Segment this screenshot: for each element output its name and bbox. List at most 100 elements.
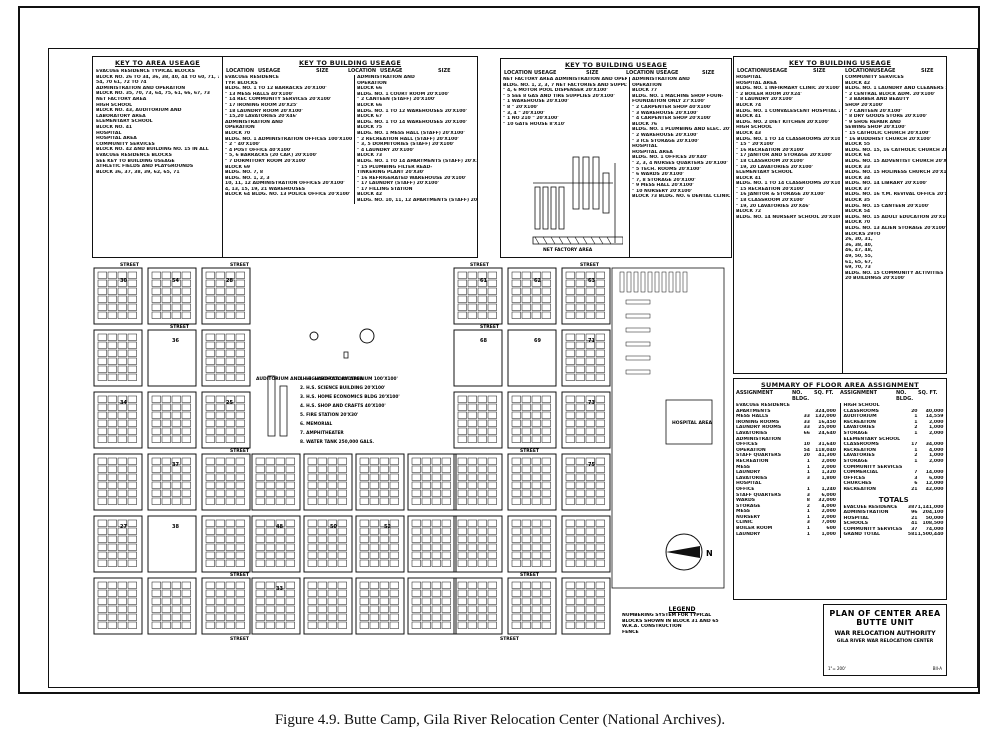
barrack — [275, 535, 285, 543]
summary-sqft: 132,000 — [815, 414, 836, 420]
warehouse — [661, 271, 667, 293]
summary-bldg-count: 387 — [907, 504, 918, 510]
barrack — [107, 597, 117, 605]
key-line: " 1 NO 210 " 20'X100' — [503, 116, 559, 122]
barrack — [97, 621, 107, 629]
barrack — [285, 535, 295, 543]
barrack — [151, 589, 161, 597]
summary-bldg-count: 1 — [806, 464, 810, 470]
barrack — [431, 535, 441, 543]
barrack — [127, 489, 137, 497]
barrack — [511, 435, 521, 443]
barrack — [541, 589, 551, 597]
summary-sqft: 6,000 — [928, 475, 944, 481]
barrack — [421, 535, 431, 543]
barrack — [585, 519, 595, 527]
barrack — [595, 621, 605, 629]
barrack — [127, 551, 137, 559]
barrack — [431, 543, 441, 551]
barrack — [585, 287, 595, 295]
key-line: BLOCK 75 — [357, 125, 383, 131]
key-line: SHOP 20'X100' — [845, 102, 884, 108]
key-line: BLOCK 33 — [845, 164, 871, 170]
barrack — [359, 497, 369, 505]
barrack — [161, 271, 171, 279]
barrack — [585, 497, 595, 505]
barrack — [431, 519, 441, 527]
plan-subtitle: BUTTE UNIT — [856, 618, 914, 627]
barrack — [161, 403, 171, 411]
block — [507, 329, 557, 387]
barrack — [151, 613, 161, 621]
barrack — [421, 543, 431, 551]
barrack — [487, 311, 497, 319]
barrack — [575, 605, 585, 613]
barrack — [595, 349, 605, 357]
key-building-usage-1: KEY TO BUILDING USEAGE LOCATION USEAGE S… — [222, 56, 478, 258]
barrack — [585, 295, 595, 303]
key-line: HOSPITAL AREA — [736, 80, 777, 86]
barrack — [307, 473, 317, 481]
barrack — [181, 613, 191, 621]
barrack — [117, 465, 127, 473]
barrack — [225, 597, 235, 605]
barrack — [97, 489, 107, 497]
barrack — [107, 395, 117, 403]
block — [201, 515, 251, 573]
barrack — [585, 481, 595, 489]
barrack — [421, 489, 431, 497]
barrack — [181, 395, 191, 403]
barrack — [225, 497, 235, 505]
barrack — [327, 543, 337, 551]
barrack — [171, 621, 181, 629]
key-area-line: BLOCK 36, 37, 38, 39, 62, 65, 71 — [96, 169, 180, 175]
barrack — [127, 403, 137, 411]
key-line: BLOCK 72 — [736, 209, 762, 215]
summary-assignment: LAUNDRY — [736, 531, 761, 537]
barrack — [107, 279, 117, 287]
barrack — [575, 527, 585, 535]
barrack — [225, 411, 235, 419]
block — [201, 391, 251, 449]
barrack — [389, 457, 399, 465]
barrack — [531, 621, 541, 629]
key-line: " 16 REFRIGERATED WAREHOUSE 20'X100' — [357, 175, 467, 181]
barrack — [307, 543, 317, 551]
barrack — [107, 287, 117, 295]
barrack — [97, 287, 107, 295]
barrack — [307, 589, 317, 597]
key-line: " 18 CLASSROOM 20'X100' — [736, 198, 805, 204]
barrack — [421, 473, 431, 481]
barrack — [511, 551, 521, 559]
barrack — [161, 395, 171, 403]
barrack — [107, 497, 117, 505]
barrack — [411, 481, 421, 489]
barrack — [215, 527, 225, 535]
key-line: " 2 " 40'X100' — [225, 142, 261, 148]
barrack — [275, 473, 285, 481]
key-line: " 16 BUDDHIST CHURCH 20'X100' — [845, 136, 932, 142]
key-line: " 8 " 20'X100' — [503, 104, 539, 110]
barrack — [511, 581, 521, 589]
key-building-usage-3: KEY TO BUILDING USEAGE LOCATION USEAGE S… — [733, 56, 947, 374]
key-building-2-left: NET FACTORY AREA ADMINISTRATION AND OPER… — [501, 77, 630, 257]
barrack — [379, 559, 389, 567]
barrack — [317, 543, 327, 551]
barrack — [521, 589, 531, 597]
key-line: OPERATION — [357, 80, 387, 86]
barrack — [235, 349, 245, 357]
key-area-line: COMMUNITY SERVICES — [96, 141, 155, 147]
summary-assignment: CLASSROOMS — [843, 442, 879, 448]
barrack — [389, 473, 399, 481]
barrack — [467, 621, 477, 629]
barrack — [107, 373, 117, 381]
barrack — [431, 621, 441, 629]
barrack — [487, 581, 497, 589]
summary-assignment: AUDITORIUM — [843, 414, 877, 420]
barrack — [369, 551, 379, 559]
barrack — [411, 621, 421, 629]
barrack — [127, 373, 137, 381]
summary-bldg-count: 20 — [803, 453, 810, 459]
barrack — [225, 419, 235, 427]
